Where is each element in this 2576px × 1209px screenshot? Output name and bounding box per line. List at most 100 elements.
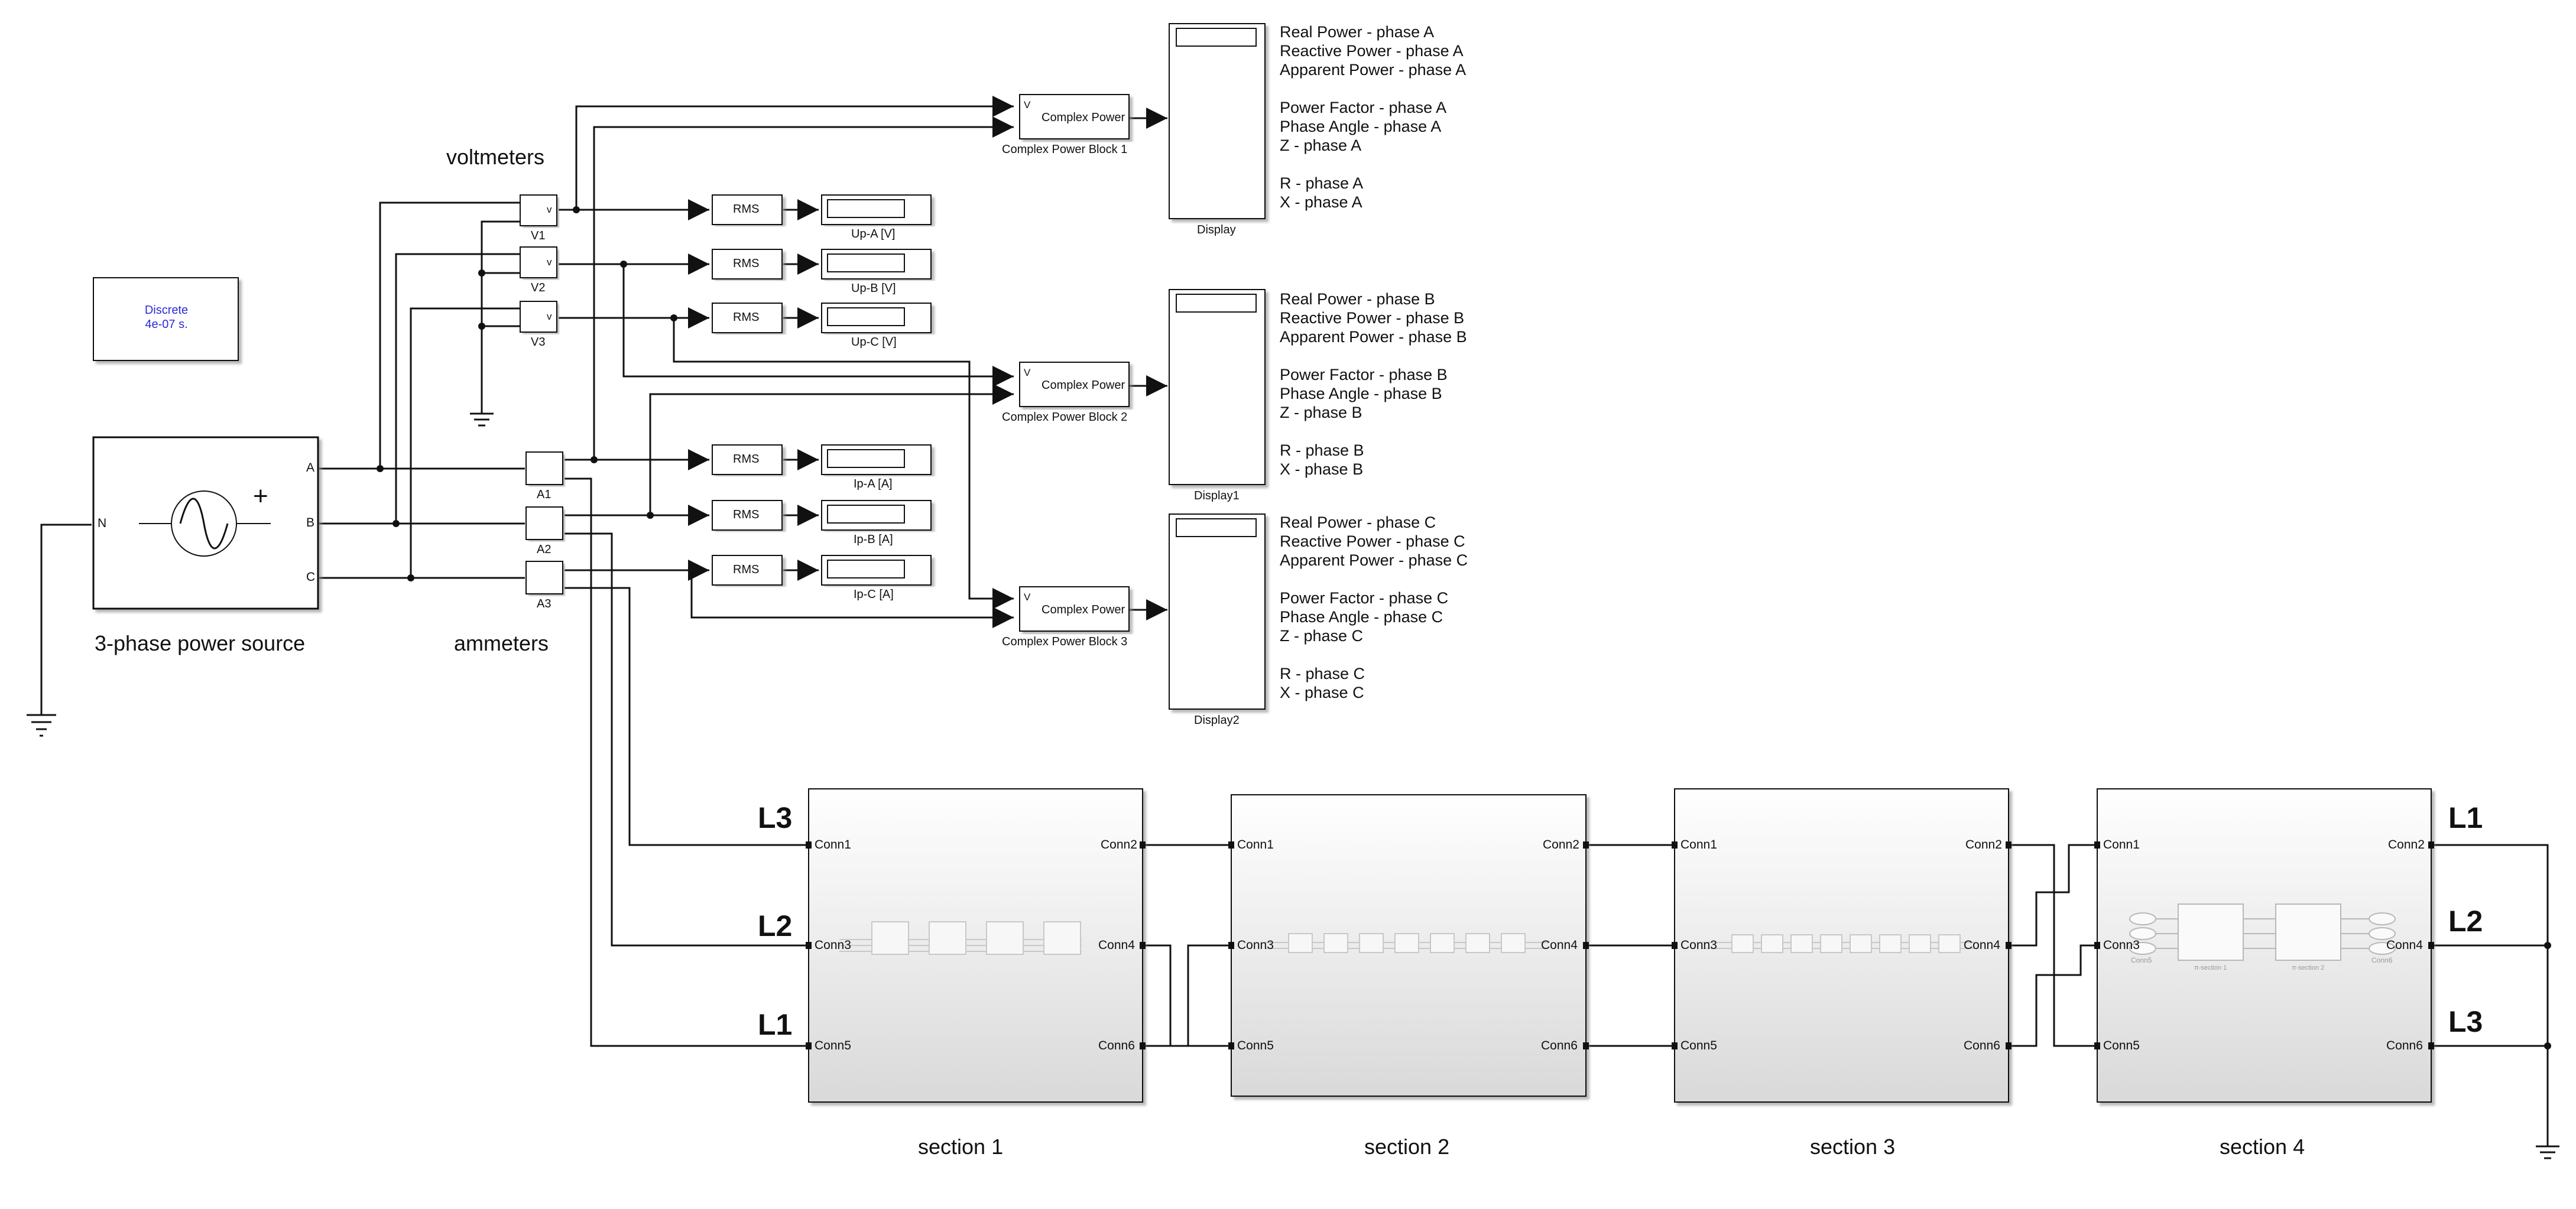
s4-inner-block-right: π-section 2 — [2292, 964, 2325, 971]
sine-icon — [179, 498, 229, 550]
s1-conn2: Conn2 — [1101, 838, 1137, 852]
signal: R - phase B — [1280, 441, 1364, 459]
display-block[interactable] — [1169, 23, 1266, 219]
s1-conn6: Conn6 — [1098, 1039, 1135, 1052]
section-2-name: section 2 — [1364, 1135, 1450, 1159]
display2-block[interactable] — [1169, 514, 1266, 710]
rms-block-a1[interactable] — [712, 444, 783, 475]
three-phase-source-block[interactable] — [92, 436, 319, 610]
ground-icon-voltmeters — [470, 412, 494, 427]
s3-conn6: Conn6 — [1964, 1039, 2000, 1052]
section-1-preview — [839, 921, 1082, 955]
s2-conn4: Conn4 — [1541, 938, 1578, 952]
rms-label: RMS — [733, 311, 760, 324]
complex-power-block-3[interactable] — [1019, 586, 1130, 632]
signal: Reactive Power - phase A — [1280, 42, 1464, 60]
up-a-label: Up-A [V] — [851, 228, 896, 240]
s3-conn1: Conn1 — [1680, 838, 1717, 852]
s1-conn3: Conn3 — [815, 938, 851, 952]
ammeter-a3[interactable] — [525, 561, 563, 594]
display-up-c[interactable] — [821, 303, 932, 333]
a2-name: A2 — [537, 543, 551, 556]
section-4-preview — [2129, 904, 2396, 961]
cp2-name: Complex Power Block 2 — [1002, 411, 1128, 424]
display-name: Display — [1197, 223, 1236, 236]
source-port-c: C — [306, 570, 316, 584]
display-up-b[interactable] — [821, 249, 932, 280]
section-4-name: section 4 — [2220, 1135, 2305, 1159]
section-2-preview — [1265, 933, 1549, 953]
section-3-name: section 3 — [1810, 1135, 1896, 1159]
powergui-block[interactable] — [93, 277, 239, 361]
complex-power-block-2[interactable] — [1019, 362, 1130, 407]
signal: Phase Angle - phase B — [1280, 385, 1442, 402]
s1-conn4: Conn4 — [1098, 938, 1135, 952]
s4-inner-conn6: Conn6 — [2371, 956, 2393, 964]
complex-power-block-1[interactable] — [1019, 94, 1130, 139]
signal: Real Power - phase B — [1280, 290, 1435, 308]
display1-name: Display1 — [1194, 489, 1240, 502]
display-ip-c[interactable] — [821, 555, 932, 586]
display-up-a[interactable] — [821, 194, 932, 225]
rms-label: RMS — [733, 203, 760, 216]
signal: Apparent Power - phase A — [1280, 61, 1467, 79]
cp1-text: Complex Power — [1042, 111, 1125, 124]
ammeters-label: ammeters — [454, 631, 549, 655]
voltmeter-v1[interactable] — [520, 194, 557, 226]
voltmeters-label: voltmeters — [446, 145, 545, 169]
v1-name: V1 — [531, 229, 546, 242]
s2-conn2: Conn2 — [1543, 838, 1579, 852]
rms-block-a3[interactable] — [712, 555, 783, 586]
signal: Power Factor - phase A — [1280, 99, 1447, 116]
cp2-text: Complex Power — [1042, 379, 1125, 392]
powergui-line1: Discrete — [144, 304, 189, 317]
ammeter-a2[interactable] — [525, 506, 563, 540]
display2-name: Display2 — [1194, 714, 1240, 727]
voltmeter-v3[interactable] — [520, 301, 557, 333]
signal: Real Power - phase C — [1280, 514, 1436, 531]
source-port-a: A — [306, 461, 315, 474]
s4-conn3: Conn3 — [2103, 938, 2140, 952]
ip-c-label: Ip-C [A] — [854, 588, 894, 601]
s2-conn3: Conn3 — [1237, 938, 1274, 952]
signal: X - phase B — [1280, 460, 1364, 478]
a1-name: A1 — [537, 488, 551, 501]
up-b-label: Up-B [V] — [851, 282, 896, 295]
signal: R - phase A — [1280, 174, 1364, 192]
v2-port-v: v — [547, 256, 552, 268]
s4-conn5: Conn5 — [2103, 1039, 2140, 1052]
s1-conn5: Conn5 — [815, 1039, 851, 1052]
display-ip-a[interactable] — [821, 444, 932, 475]
s3-conn2: Conn2 — [1965, 838, 2002, 852]
cp1-port-v: V — [1024, 99, 1031, 110]
rms-block-v2[interactable] — [712, 249, 783, 280]
s2-conn6: Conn6 — [1541, 1039, 1578, 1052]
cp3-name: Complex Power Block 3 — [1002, 635, 1128, 648]
signal: Apparent Power - phase B — [1280, 328, 1467, 346]
s1-conn1: Conn1 — [815, 838, 851, 852]
voltmeter-v2[interactable] — [520, 246, 557, 278]
powergui-label: Discrete 4e-07 s. — [95, 303, 238, 332]
s4-conn1: Conn1 — [2103, 838, 2140, 852]
ip-b-label: Ip-B [A] — [854, 533, 893, 546]
signal: Z - phase A — [1280, 136, 1362, 154]
ground-icon-load — [2536, 1145, 2559, 1159]
signal: Apparent Power - phase C — [1280, 551, 1468, 569]
s3-conn4: Conn4 — [1964, 938, 2000, 952]
cp3-text: Complex Power — [1042, 603, 1125, 616]
v1-port-v: v — [547, 204, 552, 215]
ip-a-label: Ip-A [A] — [854, 477, 893, 490]
line-label-right-l2: L2 — [2448, 905, 2483, 938]
display-b-signals: Real Power - phase B Reactive Power - ph… — [1280, 290, 1467, 479]
rms-block-a2[interactable] — [712, 500, 783, 531]
a3-name: A3 — [537, 597, 551, 610]
rms-block-v3[interactable] — [712, 303, 783, 333]
display-ip-b[interactable] — [821, 500, 932, 531]
source-label: 3-phase power source — [95, 631, 306, 655]
v3-port-v: v — [547, 311, 552, 322]
rms-block-v1[interactable] — [712, 194, 783, 225]
display1-block[interactable] — [1169, 289, 1266, 485]
ammeter-a1[interactable] — [525, 451, 563, 485]
up-c-label: Up-C [V] — [851, 336, 897, 349]
